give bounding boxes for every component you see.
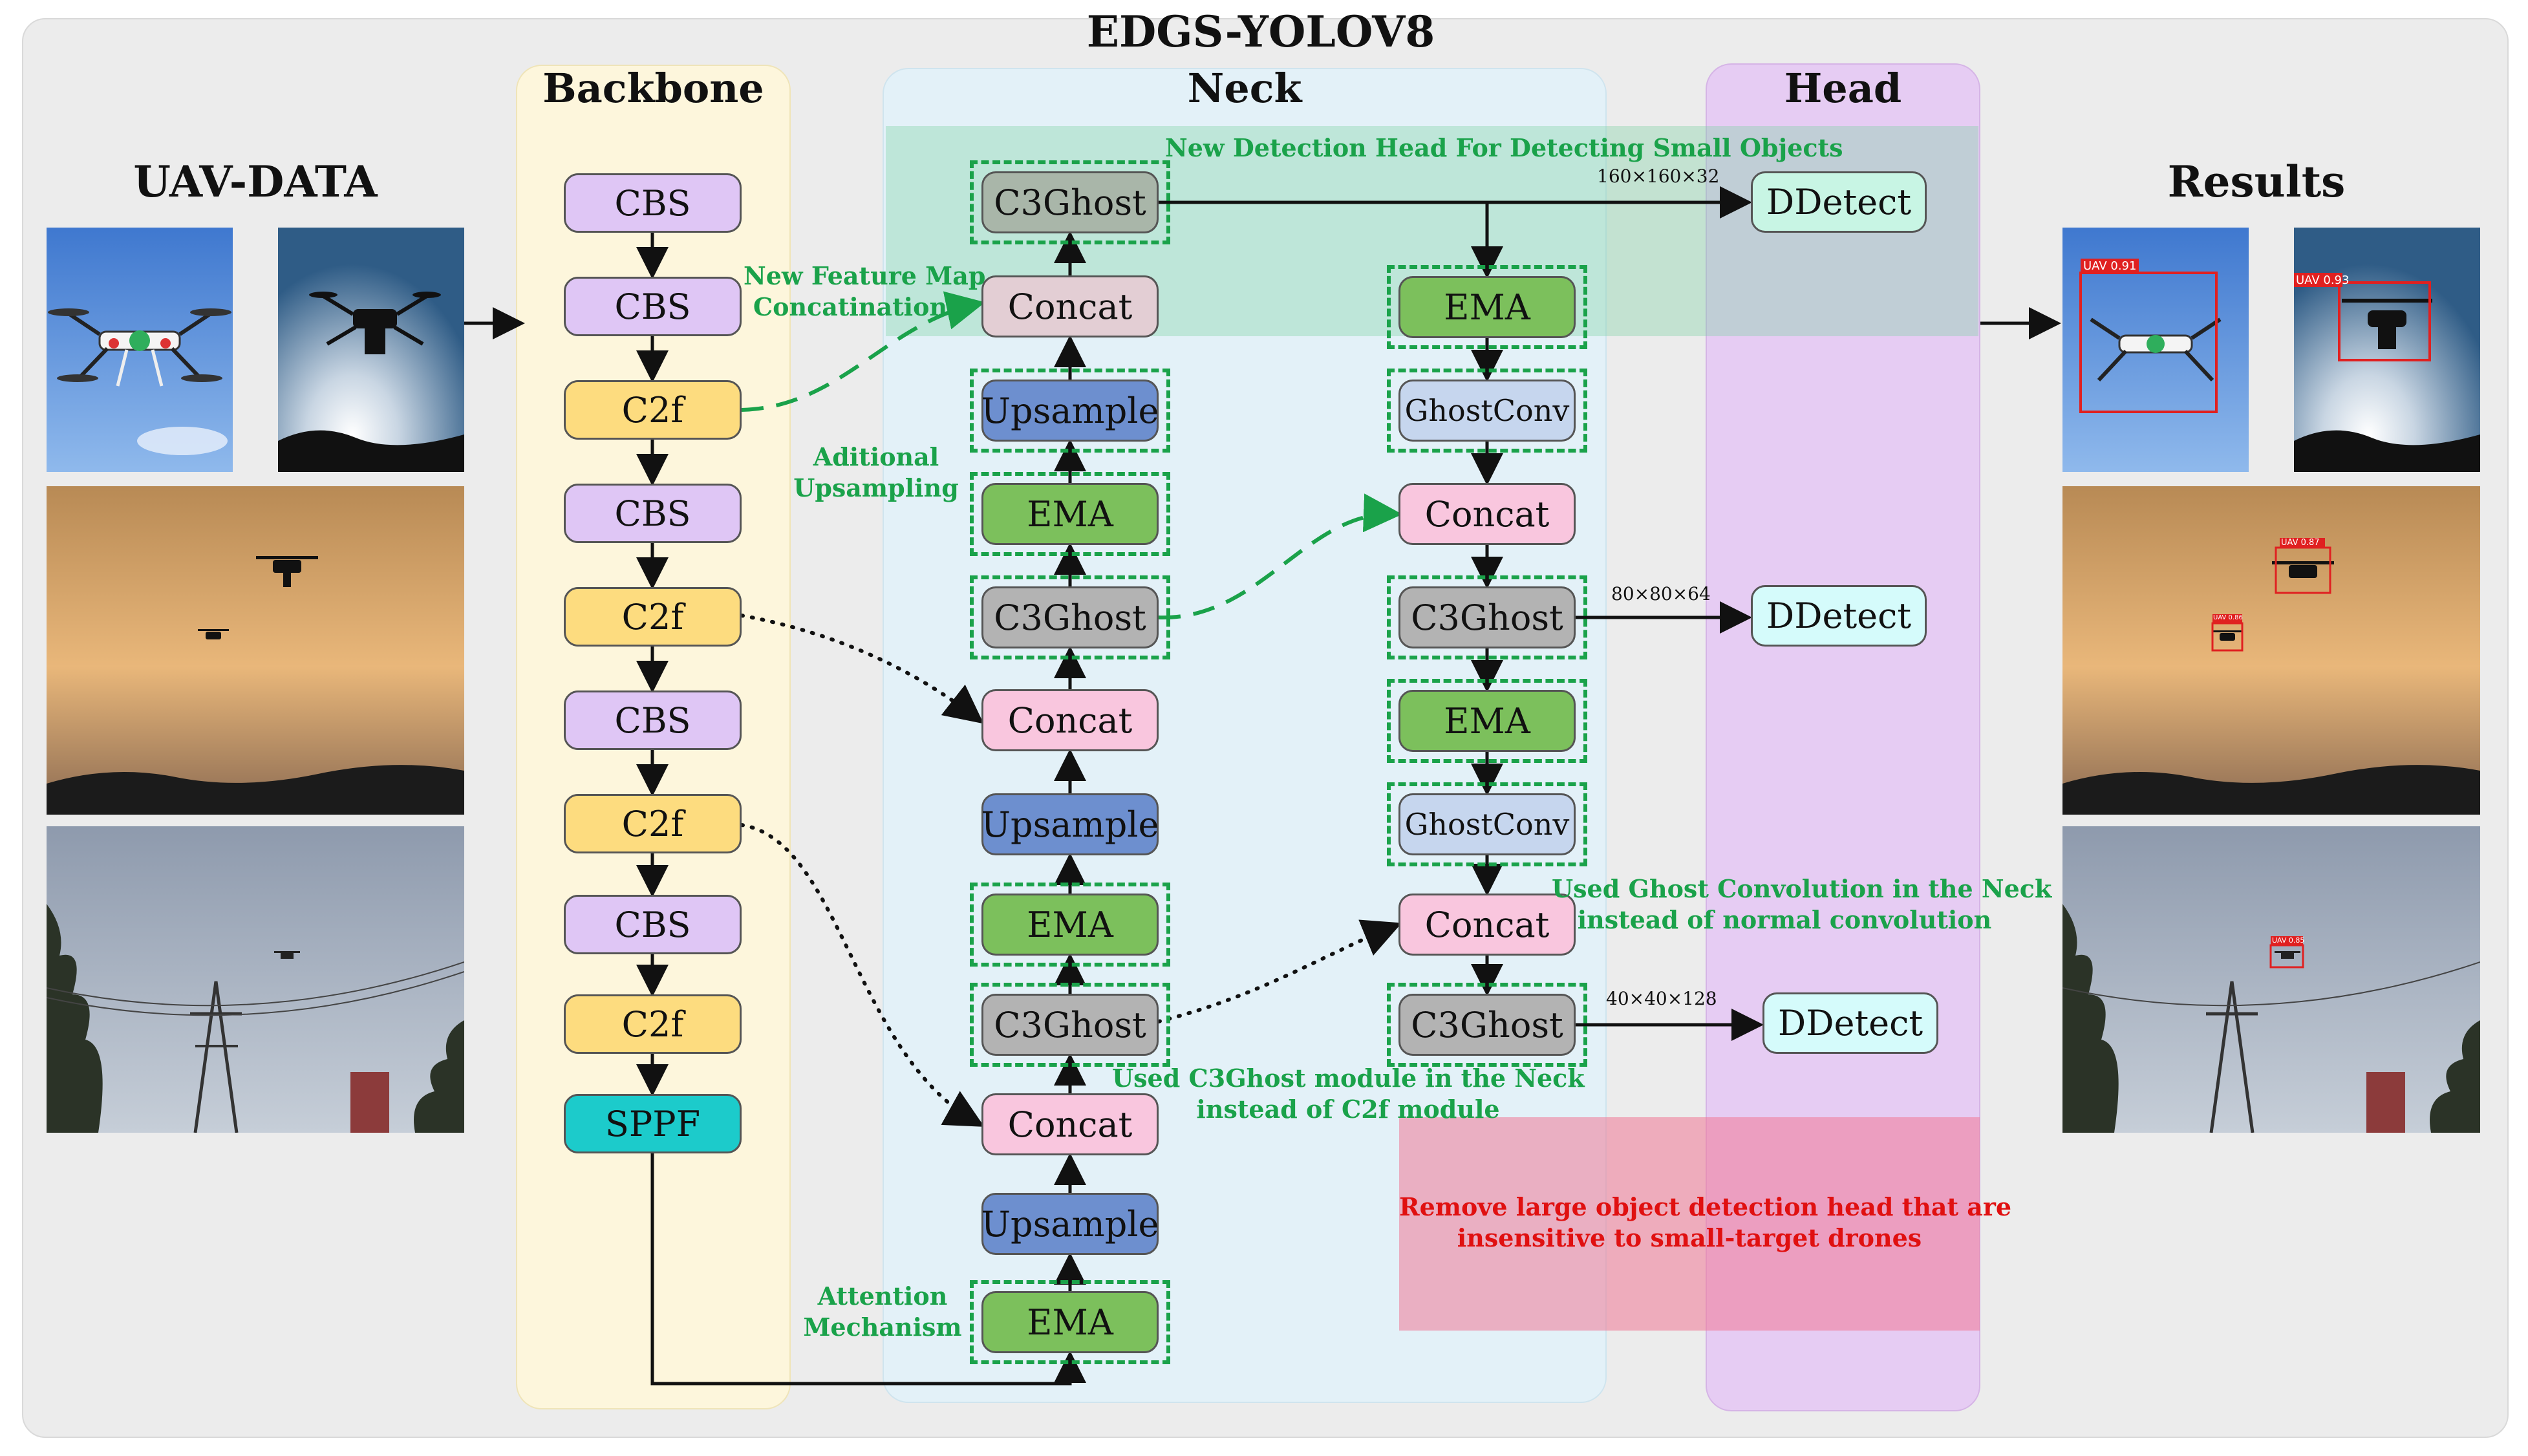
dashed-frame xyxy=(1387,679,1587,763)
backbone-cbs-5: CBS xyxy=(564,895,742,954)
dashed-frame xyxy=(970,575,1170,659)
dim-label-2: 80×80×64 xyxy=(1611,583,1711,605)
backbone-cbs-2: CBS xyxy=(564,277,742,336)
neck-ema-2: EMA xyxy=(981,894,1159,956)
input-photo-sunset xyxy=(47,486,464,815)
neck-c3ghost-1: C3Ghost xyxy=(981,171,1159,233)
dashed-frame xyxy=(1387,369,1587,453)
dim-label-3: 40×40×128 xyxy=(1606,988,1717,1009)
detection-label-3: UAV 0.87 xyxy=(2281,538,2320,548)
neck-right-concat-2: Concat xyxy=(1398,894,1576,956)
backbone-cbs-1: CBS xyxy=(564,173,742,233)
backbone-title: Backbone xyxy=(542,65,764,112)
input-photo-powerline xyxy=(47,826,464,1133)
backbone-cbs-4: CBS xyxy=(564,691,742,750)
backbone-sppf: SPPF xyxy=(564,1094,742,1153)
neck-concat-1: Concat xyxy=(981,275,1159,337)
detection-label-2: UAV 0.93 xyxy=(2296,273,2350,287)
neck-right-ema-2: EMA xyxy=(1398,690,1576,752)
neck-ema-1: EMA xyxy=(981,483,1159,545)
dashed-frame xyxy=(970,983,1170,1067)
dashed-frame xyxy=(970,160,1170,244)
feature-map-annotation-2: Concatination xyxy=(753,292,948,321)
connector-arrow xyxy=(741,291,985,412)
head-title: Head xyxy=(1784,65,1902,112)
dashed-frame xyxy=(970,369,1170,453)
neck-upsample-2: Upsample xyxy=(981,793,1159,855)
dashed-frame xyxy=(970,883,1170,967)
attention-annotation-2: Mechanism xyxy=(803,1312,962,1342)
dashed-frame xyxy=(970,1280,1170,1364)
removed-head-region xyxy=(1399,1117,1980,1331)
neck-title: Neck xyxy=(1187,65,1302,112)
ghost-conv-annotation-1: Used Ghost Convolution in the Neck xyxy=(1552,874,2052,903)
neck-c3ghost-2: C3Ghost xyxy=(981,586,1159,648)
c3ghost-annotation-1: Used C3Ghost module in the Neck xyxy=(1112,1064,1585,1093)
neck-right-ghostconv-2: GhostConv xyxy=(1398,793,1576,855)
backbone-cbs-3: CBS xyxy=(564,484,742,543)
new-head-annotation: New Detection Head For Detecting Small O… xyxy=(1165,133,1843,162)
neck-right-c3ghost-2: C3Ghost xyxy=(1398,994,1576,1056)
result-photo-drone-backlit: UAV 0.93 xyxy=(2294,228,2480,472)
neck-right-ghostconv-1: GhostConv xyxy=(1398,380,1576,442)
dim-label-1: 160×160×32 xyxy=(1597,166,1720,187)
neck-right-c3ghost-1: C3Ghost xyxy=(1398,586,1576,648)
head-ddetect-2: DDetect xyxy=(1751,585,1927,647)
dashed-frame xyxy=(970,472,1170,556)
attention-annotation-1: Attention xyxy=(817,1281,948,1311)
neck-upsample-1: Upsample xyxy=(981,380,1159,442)
diagram-title: EDGS-YOLOV8 xyxy=(1086,6,1435,57)
backbone-c2f-3: C2f xyxy=(564,794,742,853)
detection-label-4: UAV 0.86 xyxy=(2213,614,2243,621)
neck-upsample-3: Upsample xyxy=(981,1193,1159,1255)
head-ddetect-1: DDetect xyxy=(1751,171,1927,233)
neck-concat-2: Concat xyxy=(981,689,1159,751)
feature-map-annotation-1: New Feature Map xyxy=(744,261,986,290)
head-ddetect-3: DDetect xyxy=(1762,992,1938,1054)
input-title: UAV-DATA xyxy=(133,156,378,207)
remove-head-annotation-1: Remove large object detection head that … xyxy=(1399,1192,2012,1221)
c3ghost-annotation-2: instead of C2f module xyxy=(1196,1095,1500,1124)
detection-label-1: UAV 0.91 xyxy=(2083,259,2137,273)
input-photo-drone-sky xyxy=(47,228,233,472)
backbone-c2f-4: C2f xyxy=(564,994,742,1054)
neck-ema-3: EMA xyxy=(981,1291,1159,1353)
upsampling-annotation-2: Upsampling xyxy=(793,473,959,502)
result-photo-powerline: UAV 0.85 xyxy=(2062,826,2480,1133)
backbone-c2f-2: C2f xyxy=(564,587,742,647)
neck-right-concat-1: Concat xyxy=(1398,483,1576,545)
input-photo-drone-backlit xyxy=(278,228,464,472)
connector-arrow xyxy=(740,823,985,1127)
dashed-frame xyxy=(1387,575,1587,659)
connector-arrow xyxy=(1157,919,1402,1023)
connector-arrow xyxy=(650,1153,1086,1386)
connector-arrow xyxy=(1158,493,1402,620)
detection-label-5: UAV 0.85 xyxy=(2272,936,2305,945)
remove-head-annotation-2: insensitive to small-target drones xyxy=(1457,1223,1922,1252)
results-title: Results xyxy=(2167,156,2346,207)
upsampling-annotation-1: Aditional xyxy=(813,442,939,471)
connector-arrow xyxy=(740,614,984,724)
dashed-frame xyxy=(1387,782,1587,866)
result-photo-drone-sky: UAV 0.91 xyxy=(2062,228,2249,472)
dashed-frame xyxy=(1387,983,1587,1067)
result-photo-sunset: UAV 0.87 UAV 0.86 xyxy=(2062,486,2480,815)
backbone-c2f-1: C2f xyxy=(564,380,742,440)
neck-c3ghost-3: C3Ghost xyxy=(981,994,1159,1056)
neck-right-ema-1: EMA xyxy=(1398,276,1576,338)
ghost-conv-annotation-2: instead of normal convolution xyxy=(1577,905,1992,934)
neck-concat-3: Concat xyxy=(981,1093,1159,1155)
dashed-frame xyxy=(1387,265,1587,349)
